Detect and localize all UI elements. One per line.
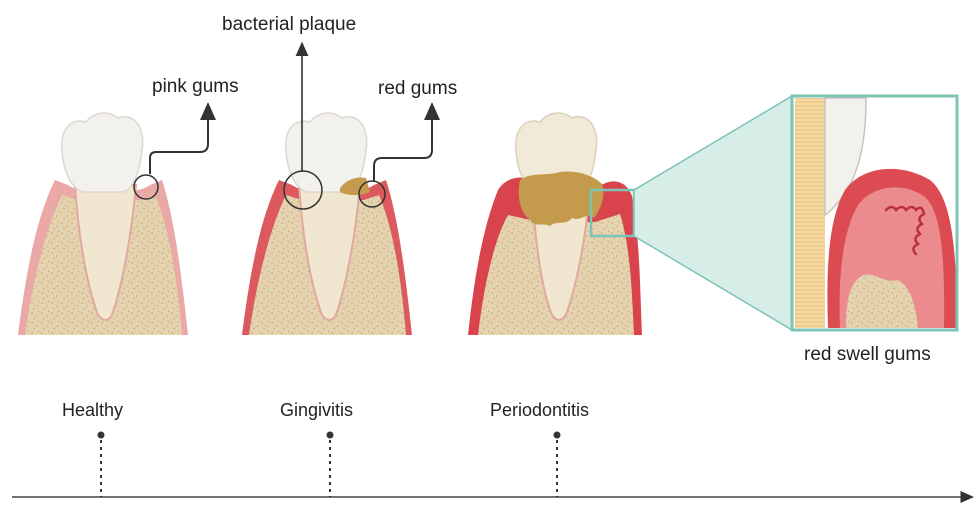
stage-label-periodontitis: Periodontitis — [490, 400, 589, 421]
zoom-inset — [634, 96, 957, 330]
arrow-red-gums — [374, 110, 432, 181]
tooth-gingivitis — [242, 113, 412, 335]
label-pink-gums: pink gums — [152, 76, 239, 98]
stage-label-healthy: Healthy — [62, 400, 123, 421]
arrow-pink-gums — [150, 110, 208, 174]
tooth-periodontitis — [468, 113, 642, 335]
tooth-healthy — [18, 113, 188, 335]
timeline-marker-periodontitis — [554, 432, 561, 498]
stage-label-gingivitis: Gingivitis — [280, 400, 353, 421]
zoom-connector — [634, 96, 792, 330]
inset-lamina — [795, 98, 825, 328]
label-red-gums: red gums — [378, 78, 457, 100]
timeline-marker-gingivitis — [327, 432, 334, 498]
label-red-swell-gums: red swell gums — [804, 344, 931, 366]
timeline — [12, 432, 968, 498]
label-bacterial-plaque: bacterial plaque — [222, 14, 356, 36]
timeline-marker-healthy — [98, 432, 105, 498]
crown-healthy — [62, 113, 143, 192]
